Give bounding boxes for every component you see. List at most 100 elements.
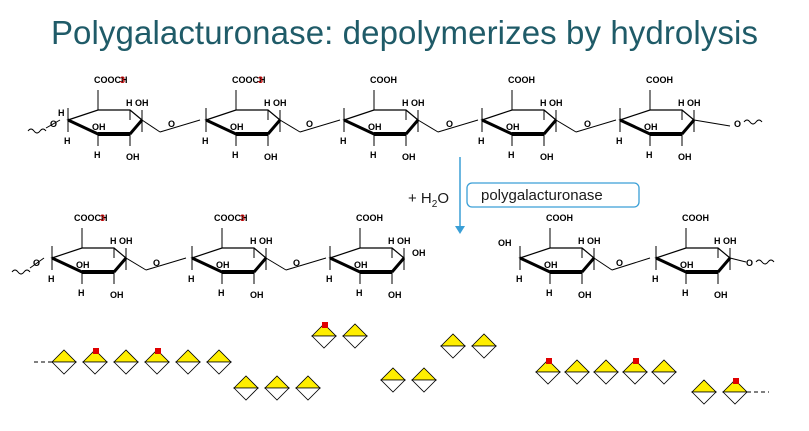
svg-text:H: H [388,236,395,246]
svg-text:H: H [48,274,55,284]
svg-text:OH: OH [678,152,692,162]
galacturonate-unit [175,349,201,363]
svg-text:OH: OH [412,248,426,258]
svg-text:O: O [411,98,418,108]
galacturonate-unit [471,333,497,347]
svg-text:H: H [714,236,721,246]
svg-text:H: H [694,98,701,108]
galacturonate-unit [295,375,321,389]
svg-text:H: H [188,274,195,284]
galacturonate-unit [593,359,619,373]
svg-text:H: H [678,98,685,108]
galacturonate-unit [113,349,139,363]
galacturonate-unit [342,323,368,337]
svg-text:H: H [264,98,271,108]
svg-text:OH: OH [216,260,230,270]
svg-text:O: O [119,236,126,246]
galacturonate-unit [564,359,590,373]
svg-text:O: O [446,119,453,129]
svg-text:H: H [546,288,553,298]
svg-text:H: H [578,236,585,246]
svg-text:OH: OH [388,290,402,300]
svg-text:COOCH: COOCH [232,75,266,85]
galacturonate-unit [51,349,77,363]
svg-text:H: H [556,98,563,108]
galacturonate-unit [691,379,717,393]
svg-text:H: H [356,288,363,298]
svg-text:O: O [723,236,730,246]
svg-text:H: H [266,236,273,246]
svg-text:OH: OH [644,122,658,132]
svg-text:OH: OH [578,290,592,300]
galacturonate-unit [380,367,406,381]
svg-text:H: H [402,98,409,108]
svg-text:O: O [259,236,266,246]
svg-text:H: H [418,98,425,108]
svg-text:H: H [202,136,209,146]
svg-text:3: 3 [120,75,125,85]
residue-10: COOH O H OH H OH H H [652,213,737,300]
svg-text:O: O [153,258,160,268]
galacturonate-unit [440,333,466,347]
svg-text:OH: OH [368,122,382,132]
svg-text:OH: OH [110,290,124,300]
svg-text:OH: OH [250,290,264,300]
svg-text:H: H [594,236,601,246]
svg-text:OH: OH [92,122,106,132]
svg-text:OH: OH [498,238,512,248]
svg-text:H: H [250,236,257,246]
svg-text:O: O [135,98,142,108]
schematic-fragments [34,322,769,405]
svg-text:O: O [734,119,741,129]
svg-text:3: 3 [100,213,105,223]
svg-text:OH: OH [76,260,90,270]
svg-text:COOH: COOH [356,213,383,223]
svg-text:O: O [616,258,623,268]
svg-text:H: H [730,236,737,246]
residue-5: COOH O H OH H OH H H [616,75,701,162]
svg-text:OH: OH [264,152,278,162]
svg-text:O: O [549,98,556,108]
svg-text:H: H [110,236,117,246]
methyl-ester-mark [633,358,639,364]
svg-text:O: O [687,98,694,108]
svg-text:H: H [340,136,347,146]
enzyme-box [466,182,640,208]
methyl-ester-mark [93,348,99,354]
svg-text:COOH: COOH [370,75,397,85]
svg-text:O: O [273,98,280,108]
residue-8: COOH O H OH H OH H H OH [326,213,426,300]
svg-text:H: H [126,98,133,108]
svg-text:H: H [682,288,689,298]
svg-text:H: H [58,108,65,118]
page-title: Polygalacturonase: depolymerizes by hydr… [50,14,759,51]
enzyme-label: polygalacturonase [481,187,603,204]
svg-text:OH: OH [230,122,244,132]
svg-text:COOCH: COOCH [94,75,128,85]
svg-text:COOH: COOH [508,75,535,85]
galacturonate-unit [264,375,290,389]
svg-text:H: H [64,136,71,146]
svg-text:H: H [126,236,133,246]
svg-text:O: O [33,258,40,268]
svg-text:OH: OH [354,260,368,270]
polymer-chain-bottom-right: COOH O OH H OH H OH H H O COOH O H OH H … [498,213,775,300]
svg-text:3: 3 [258,75,263,85]
svg-text:OH: OH [126,152,140,162]
svg-text:O: O [50,119,57,129]
svg-text:H: H [232,150,239,160]
residue-9: COOH O OH H OH H OH H H [498,213,601,300]
svg-text:H: H [218,288,225,298]
svg-text:H: H [540,98,547,108]
svg-text:OH: OH [714,290,728,300]
svg-text:COOH: COOH [546,213,573,223]
svg-text:O: O [397,236,404,246]
svg-text:COOH: COOH [682,213,709,223]
svg-text:COOCH: COOCH [74,213,108,223]
svg-text:H: H [516,274,523,284]
